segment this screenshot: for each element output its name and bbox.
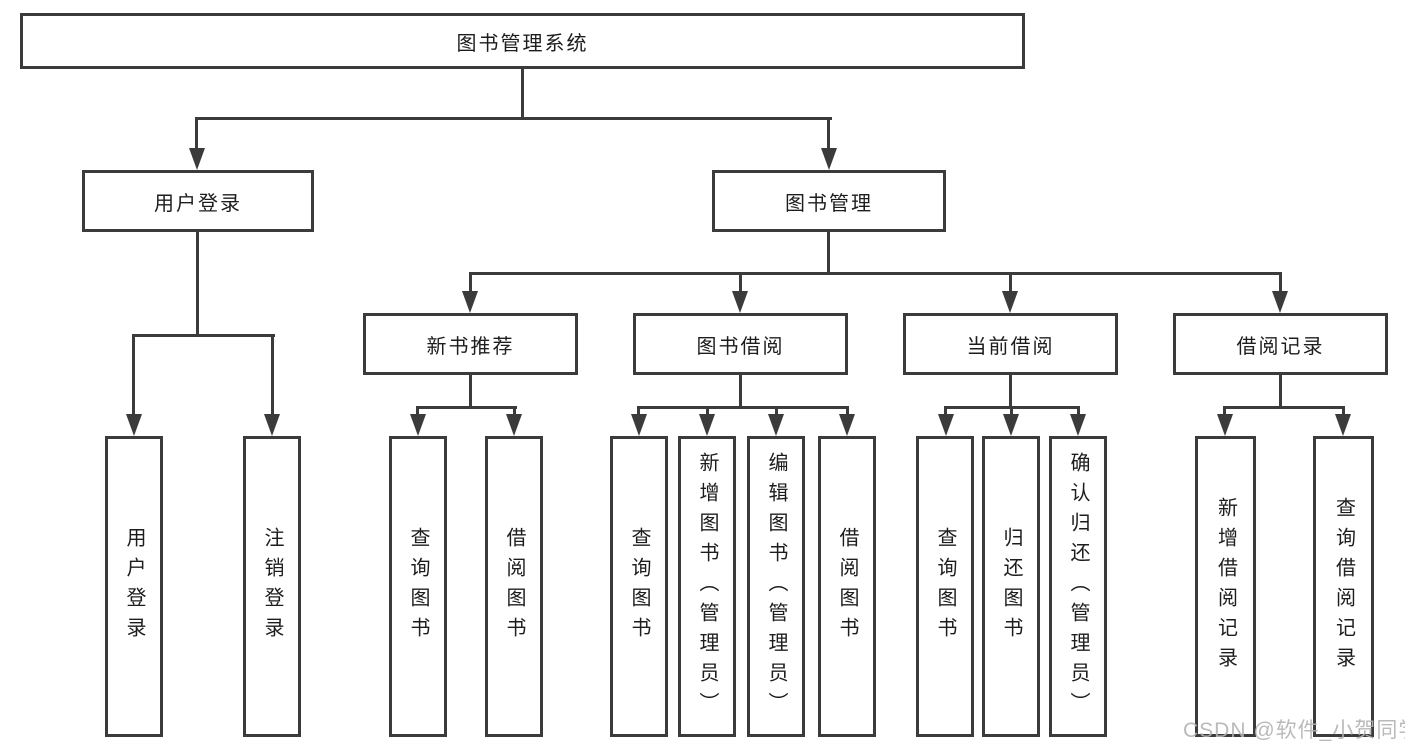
- connector-drop-leaf: [706, 406, 709, 418]
- arrowhead-leaf: [410, 414, 426, 436]
- node-label: 图书借阅: [696, 335, 785, 358]
- arrowhead-leaf: [1335, 414, 1351, 436]
- connector-drop-leaf: [1010, 406, 1013, 418]
- connector-drop-user-login: [195, 117, 198, 150]
- leaf-node-query-books-current: 查询图书: [916, 436, 974, 737]
- connector-drop-leaf: [1077, 406, 1080, 418]
- leaf-node-query-borrow-record: 查询借阅记录: [1313, 436, 1374, 737]
- connector-drop-current-borrow: [1009, 272, 1012, 295]
- connector-drop-book-borrow: [739, 272, 742, 295]
- node-label: 新增借阅记录: [1214, 496, 1237, 677]
- arrowhead-user-login: [189, 148, 205, 170]
- node-user-login-group: 用户登录: [82, 170, 314, 232]
- leaf-node-borrow-books: 借阅图书: [818, 436, 876, 737]
- connector-current-borrow-stem: [1009, 374, 1012, 408]
- node-label: 图书管理系统: [456, 32, 589, 55]
- leaf-node-edit-books-admin: 编辑图书（管理员）: [747, 436, 805, 737]
- connector-user-login-stem: [196, 231, 199, 336]
- connector-book-management-stem: [827, 231, 830, 274]
- connector-drop-leaf: [513, 406, 516, 418]
- connector-new-book-stem: [469, 374, 472, 408]
- connector-borrow-record-stem: [1279, 374, 1282, 408]
- arrowhead-leaf: [699, 414, 715, 436]
- connector-drop-leaf: [416, 406, 419, 418]
- arrowhead-leaf: [938, 414, 954, 436]
- connector-user-login-branch: [132, 334, 275, 337]
- node-label: 确认归还（管理员）: [1067, 451, 1089, 722]
- arrowhead-borrow-record: [1272, 291, 1288, 313]
- connector-drop-borrow-record: [1279, 272, 1282, 295]
- leaf-node-user-login: 用户登录: [105, 436, 163, 737]
- node-label: 归还图书: [1000, 526, 1022, 647]
- connector-drop-leaf: [846, 406, 849, 418]
- connector-level2-branch: [196, 117, 832, 120]
- arrowhead-leaf: [768, 414, 784, 436]
- node-label: 新增图书（管理员）: [696, 451, 718, 722]
- node-label: 查询图书: [934, 526, 956, 647]
- node-label: 查询图书: [628, 526, 650, 647]
- node-label: 查询图书: [407, 526, 429, 647]
- node-label: 注销登录: [261, 526, 283, 647]
- node-new-book-recommend: 新书推荐: [363, 313, 578, 375]
- arrowhead-leaf-user-login: [126, 414, 142, 436]
- arrowhead-new-book: [462, 291, 478, 313]
- connector-root-stem: [521, 66, 524, 119]
- node-label: 借阅图书: [836, 526, 858, 647]
- arrowhead-leaf: [506, 414, 522, 436]
- arrowhead-leaf: [1217, 414, 1233, 436]
- connector-book-borrow-branch: [637, 406, 849, 409]
- leaf-node-add-borrow-record: 新增借阅记录: [1195, 436, 1256, 737]
- connector-level3-branch: [469, 272, 1282, 275]
- node-book-management-group: 图书管理: [712, 170, 946, 232]
- node-borrow-record: 借阅记录: [1173, 313, 1388, 375]
- connector-drop-book-management: [827, 117, 830, 150]
- node-label: 编辑图书（管理员）: [765, 451, 787, 722]
- arrowhead-leaf: [839, 414, 855, 436]
- node-book-borrow: 图书借阅: [633, 313, 848, 375]
- node-label: 用户登录: [154, 192, 242, 215]
- connector-drop-leaf: [775, 406, 778, 418]
- connector-drop-leaf: [944, 406, 947, 418]
- arrowhead-current-borrow: [1002, 291, 1018, 313]
- node-label: 当前借阅: [966, 335, 1055, 358]
- connector-new-book-branch: [416, 406, 517, 409]
- arrowhead-book-management: [821, 148, 837, 170]
- arrowhead-leaf: [1003, 414, 1019, 436]
- connector-borrow-record-branch: [1223, 406, 1345, 409]
- connector-drop-leaf-user-login: [132, 334, 135, 418]
- csdn-watermark: CSDN @软件_小贺同学: [1183, 719, 1405, 742]
- leaf-node-return-books: 归还图书: [982, 436, 1040, 737]
- arrowhead-book-borrow: [732, 291, 748, 313]
- leaf-node-query-books-borrow: 查询图书: [610, 436, 668, 737]
- connector-drop-leaf-logout: [271, 334, 274, 418]
- leaf-node-add-books-admin: 新增图书（管理员）: [678, 436, 736, 737]
- node-label: 新书推荐: [426, 335, 515, 358]
- leaf-node-query-books-recommend: 查询图书: [389, 436, 447, 737]
- leaf-node-logout: 注销登录: [243, 436, 301, 737]
- connector-drop-leaf: [1223, 406, 1226, 418]
- node-label: 借阅记录: [1236, 335, 1325, 358]
- node-label: 用户登录: [123, 526, 145, 647]
- arrowhead-leaf: [631, 414, 647, 436]
- connector-drop-leaf: [1342, 406, 1345, 418]
- node-label: 借阅图书: [503, 526, 525, 647]
- leaf-node-confirm-return-admin: 确认归还（管理员）: [1049, 436, 1107, 737]
- node-label: 查询借阅记录: [1332, 496, 1355, 677]
- arrowhead-leaf-logout: [264, 414, 280, 436]
- connector-drop-leaf: [637, 406, 640, 418]
- connector-book-borrow-stem: [739, 374, 742, 408]
- connector-drop-new-book: [469, 272, 472, 295]
- node-label: 图书管理: [785, 192, 873, 215]
- node-library-management-system: 图书管理系统: [20, 13, 1025, 69]
- arrowhead-leaf: [1070, 414, 1086, 436]
- node-current-borrow: 当前借阅: [903, 313, 1118, 375]
- leaf-node-borrow-books-recommend: 借阅图书: [485, 436, 543, 737]
